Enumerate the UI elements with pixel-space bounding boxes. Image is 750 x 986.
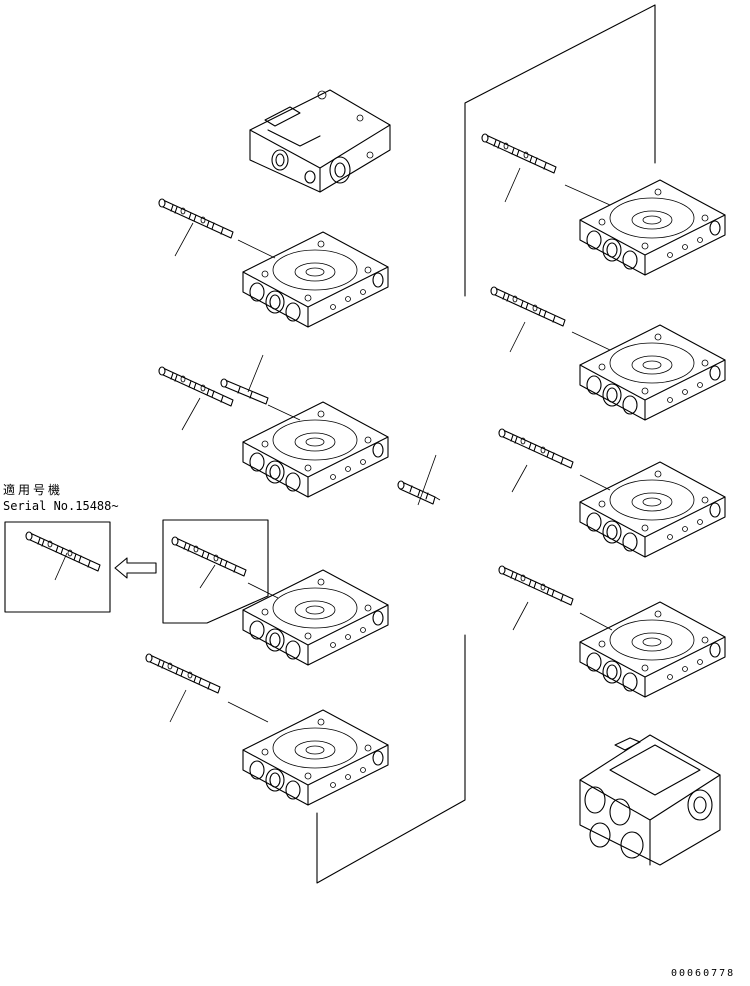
valve-block-icon	[242, 709, 389, 806]
spool-icon	[397, 480, 436, 505]
spool-icon	[220, 378, 269, 405]
spool-icon	[158, 198, 234, 239]
spool-icon	[498, 428, 574, 469]
bottom-end-block	[579, 734, 721, 866]
top-end-cover	[249, 89, 391, 193]
valve-block-icon	[242, 231, 389, 328]
valve-block-icon	[242, 569, 389, 666]
spool-icon	[25, 531, 101, 572]
applicability-label: 適用号機	[3, 483, 64, 497]
valve-block-icon	[579, 461, 726, 558]
serial-number-label: Serial No.15488~	[3, 499, 119, 513]
valve-block-icon	[579, 179, 726, 276]
spool-icon	[498, 565, 574, 606]
drawing-number: 00060778	[671, 968, 736, 979]
spool-icon	[481, 133, 557, 174]
valve-block-icon	[579, 324, 726, 421]
arrow-left-icon	[114, 557, 157, 579]
spool-icon	[171, 536, 247, 577]
serial-inset	[4, 519, 269, 624]
valve-block-icon	[242, 401, 389, 498]
spool-icon	[145, 653, 221, 694]
valve-block-icon	[579, 601, 726, 698]
spool-icon	[490, 286, 566, 327]
